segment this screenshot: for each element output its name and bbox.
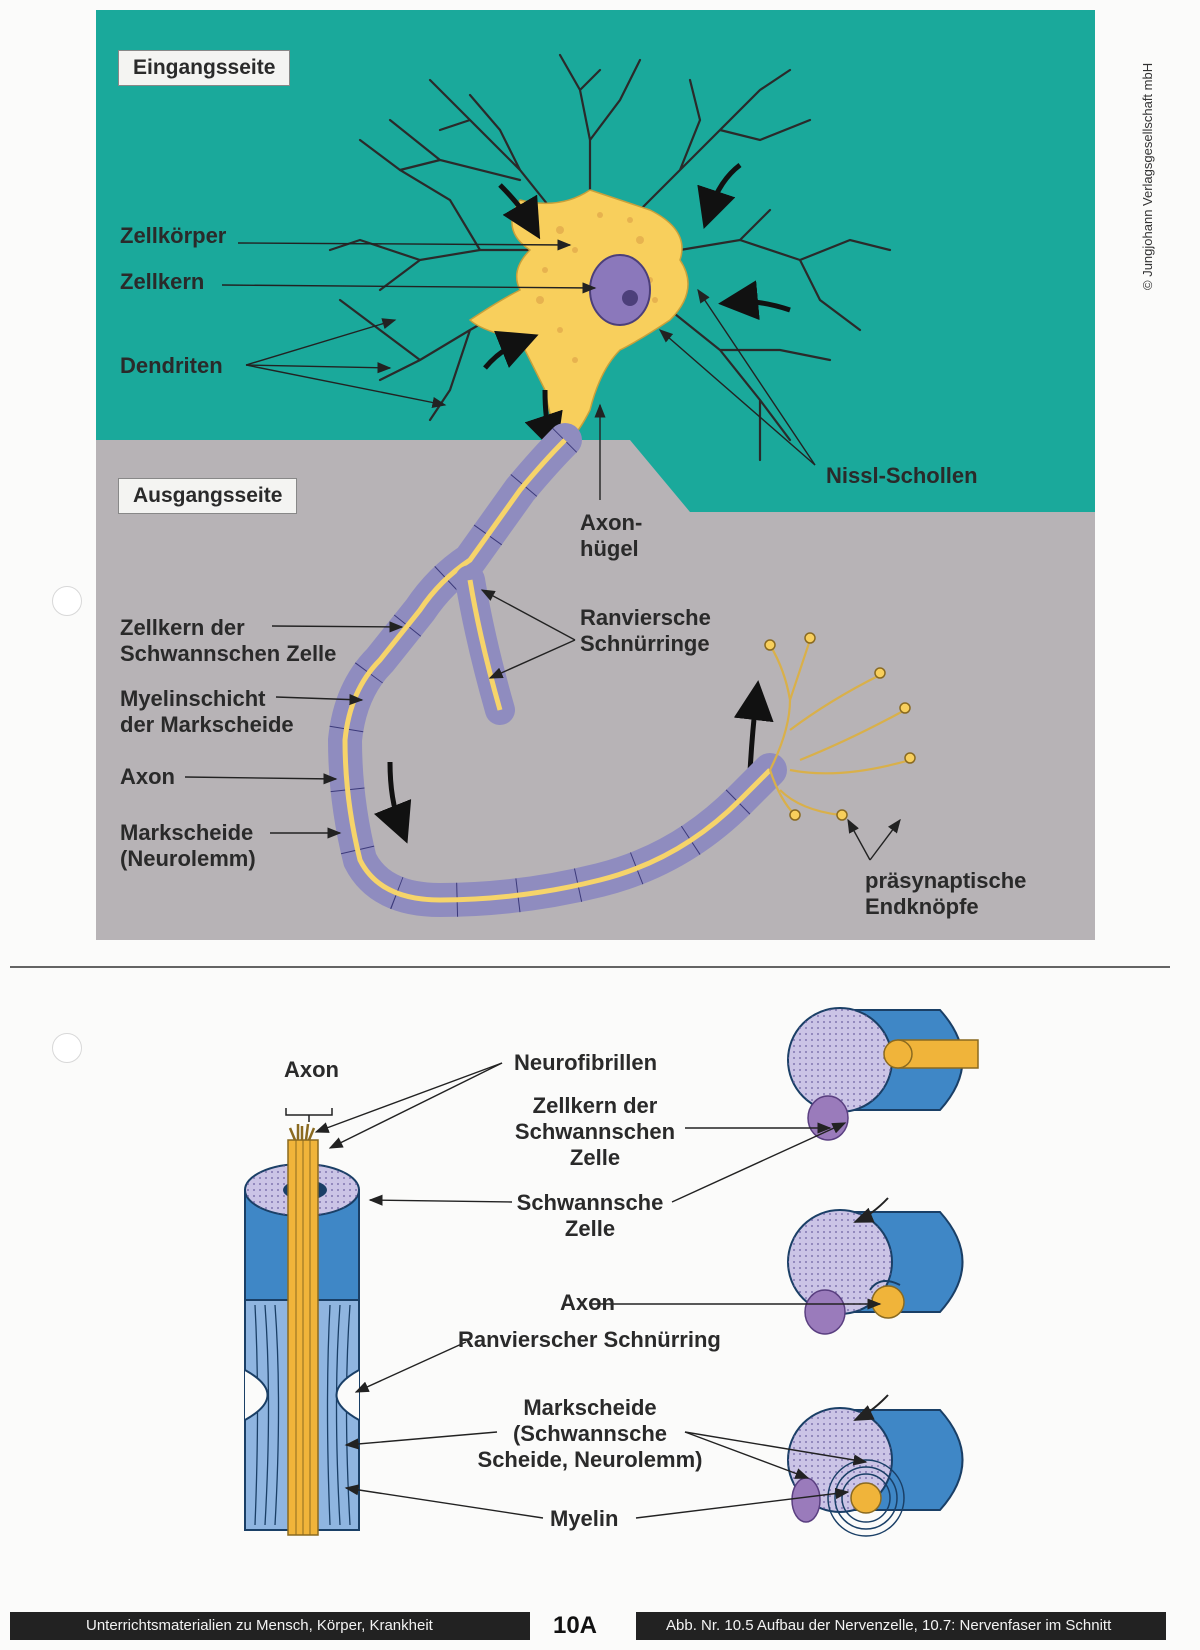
label-axon-top: Axon xyxy=(284,1057,339,1082)
dendrite-branches xyxy=(328,53,892,462)
footer-left: Unterrichtsmaterialien zu Mensch, Körper… xyxy=(10,1612,530,1640)
top-leader-lines xyxy=(184,239,901,861)
label-markscheide: Markscheide (Neurolemm) xyxy=(120,820,256,871)
label-axonhuegel: Axon- hügel xyxy=(580,510,643,561)
axon-terminals xyxy=(768,639,911,817)
axon-section-2 xyxy=(871,1285,905,1319)
synaptic-terminal-buttons xyxy=(764,632,916,821)
bottom-leader-lines xyxy=(314,1062,882,1519)
input-side-label: Eingangsseite xyxy=(118,50,291,86)
cross-section-3 xyxy=(787,1407,964,1537)
page-number: 10A xyxy=(552,1612,598,1639)
label-neurofibrillen: Neurofibrillen xyxy=(514,1050,658,1075)
footer-right: Abb. Nr. 10.5 Aufbau der Nervenzelle, 10… xyxy=(636,1612,1166,1640)
nerve-fiber-longitudinal xyxy=(244,1123,360,1536)
cell-body xyxy=(468,189,689,441)
punch-hole xyxy=(52,1033,82,1063)
label-ranvierscher-schnuerring: Ranvierscher Schnürring xyxy=(458,1327,721,1352)
label-markscheide-bottom: Markscheide (Schwannsche Scheide, Neurol… xyxy=(477,1395,703,1472)
rotation-arrows xyxy=(853,1197,889,1421)
output-side-label: Ausgangsseite xyxy=(118,478,298,514)
copyright: © Jungjohann Verlagsgesellschaft mbH xyxy=(1140,62,1155,290)
schwann-nucleus-1 xyxy=(807,1095,849,1141)
schwann-nucleus-2 xyxy=(804,1289,846,1335)
label-dendriten: Dendriten xyxy=(120,353,223,378)
label-nissl-schollen: Nissl-Schollen xyxy=(826,463,978,488)
axon-bracket xyxy=(285,1108,333,1122)
label-zellkoerper: Zellkörper xyxy=(120,223,227,248)
cross-section-1 xyxy=(787,1007,979,1113)
cross-section-2 xyxy=(787,1209,964,1315)
nucleus xyxy=(589,254,651,326)
label-myelinschicht: Myelinschicht der Markscheide xyxy=(120,686,294,737)
punch-hole xyxy=(52,586,82,616)
nucleolus xyxy=(622,290,638,306)
label-myelin: Myelin xyxy=(550,1506,619,1531)
label-axon-mid: Axon xyxy=(560,1290,615,1315)
label-zellkern-schwann: Zellkern der Schwannschen Zelle xyxy=(120,615,337,666)
label-schwannsche-zelle: Schwannsche Zelle xyxy=(516,1190,664,1241)
label-axon: Axon xyxy=(120,764,175,789)
signal-direction-arrows xyxy=(374,163,791,844)
label-zellkern: Zellkern xyxy=(120,269,205,294)
myelinated-axon xyxy=(327,423,787,918)
label-endknoepfe: präsynaptische Endknöpfe xyxy=(865,868,1027,919)
label-zellkern-schwann-bottom: Zellkern der Schwannschen Zelle xyxy=(514,1093,676,1170)
label-ranviersche-schnuerringe: Ranviersche Schnürringe xyxy=(580,605,711,656)
